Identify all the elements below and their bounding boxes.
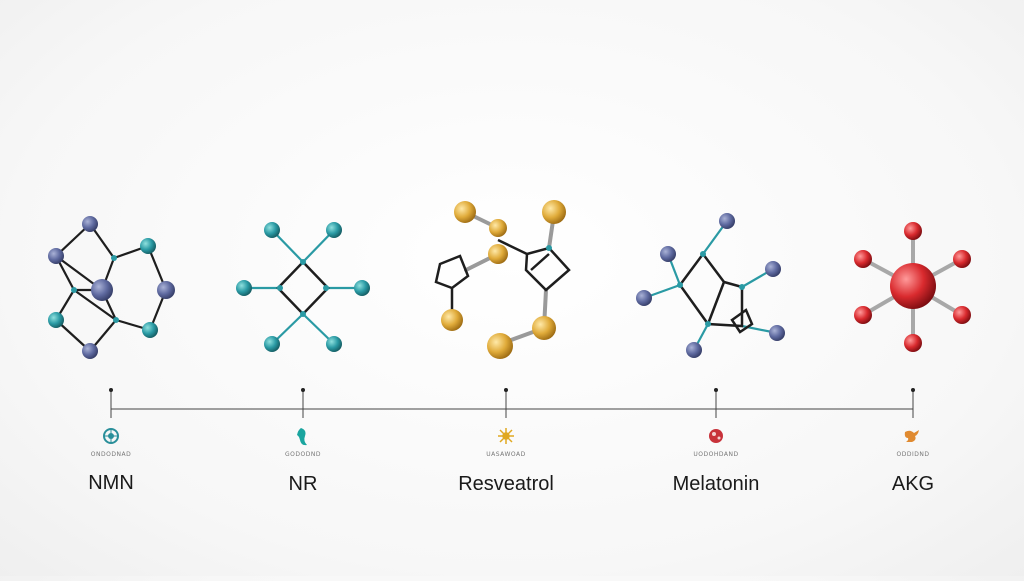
nmn-molecule (48, 216, 175, 359)
nr-molecule (236, 222, 370, 352)
timeline-ticks (110, 390, 914, 418)
sun-burst-icon (498, 428, 514, 444)
nr-label: NR (288, 473, 318, 495)
resveatrol-label: Resveatrol (458, 473, 554, 495)
melatonin-molecule (636, 213, 785, 358)
bird-icon (904, 430, 919, 442)
melatonin-caption: UODOHDAND (693, 451, 739, 458)
akg-label: AKG (891, 473, 935, 495)
seahorse-icon (297, 428, 307, 446)
flower-icon (709, 429, 723, 443)
molecule-circle-icon (103, 428, 119, 444)
melatonin-label: Melatonin (672, 473, 760, 495)
timeline-dots (109, 388, 915, 392)
akg-molecule (854, 222, 971, 352)
nr-caption: GODODND (285, 451, 321, 458)
nmn-caption: ONDODNAD (90, 451, 132, 458)
resveatrol-molecule (434, 200, 571, 359)
akg-caption: ODDIDND (896, 451, 930, 458)
nmn-label: NMN (88, 472, 134, 494)
resveatrol-caption: UASAWOAD (486, 451, 526, 458)
